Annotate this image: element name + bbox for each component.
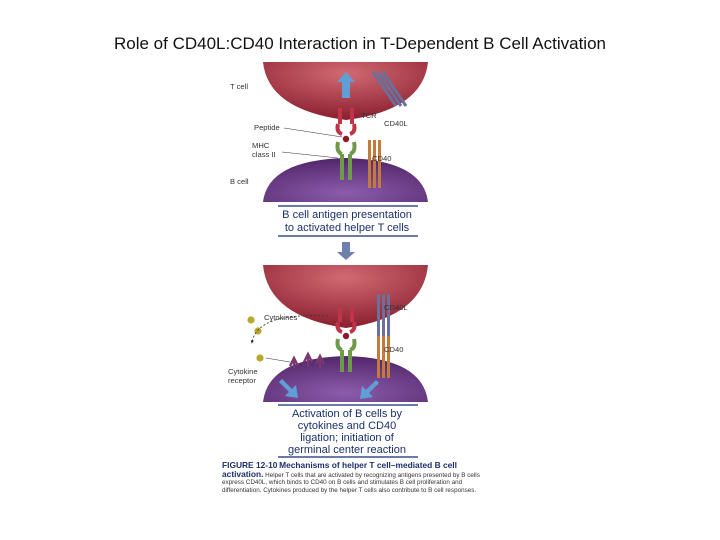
cytokines-label: Cytokines [264, 313, 298, 322]
t-cell-bottom [263, 265, 428, 328]
cytokine-receptor-leader [265, 357, 291, 363]
top-panel: T cell B cell TCR CD40L Peptide MHC clas… [230, 62, 428, 260]
cd40-bottom [377, 336, 390, 378]
b-cell-top [263, 158, 428, 202]
cd40l-label: CD40L [384, 119, 408, 128]
diagram-svg: T cell B cell TCR CD40L Peptide MHC clas… [228, 62, 428, 458]
cytokines-icon [247, 316, 264, 362]
cytokine-receptor-label-line1: Cytokine [228, 367, 258, 376]
transition-arrow-down-icon [337, 242, 355, 260]
bottom-panel: CD40L Cytokines CD40 Cytokine receptor A… [228, 265, 428, 458]
box-bottom-line2: cytokines and CD40 [298, 420, 396, 432]
box-top-line2: to activated helper T cells [285, 222, 410, 234]
b-cell-activation-box: Activation of B cells by cytokines and C… [278, 404, 418, 458]
cd40-label: CD40 [372, 154, 391, 163]
b-cell-label: B cell [230, 177, 249, 186]
cytokine-receptor-label-line2: receptor [228, 376, 256, 385]
mhc-label-line1: MHC [252, 141, 270, 150]
figure-caption: FIGURE 12-10 Mechanisms of helper T cell… [222, 460, 484, 494]
cd40l-top [371, 71, 408, 107]
peptide-icon [342, 135, 350, 143]
t-cell-label: T cell [230, 82, 248, 91]
mhc-leader-line [281, 151, 339, 159]
cd40-label-bottom: CD40 [384, 345, 403, 354]
tcr-label: TCR [361, 111, 377, 120]
figure-cd40-interaction: T cell B cell TCR CD40L Peptide MHC clas… [218, 62, 492, 518]
box-bottom-line1: Activation of B cells by [292, 408, 403, 420]
b-cell-bottom [263, 356, 428, 402]
antigen-presentation-box: B cell antigen presentation to activated… [278, 205, 418, 237]
caption-heading: Mechanisms of helper T cell–mediated B c… [222, 460, 457, 479]
cd40l-bottom [377, 294, 390, 336]
peptide-icon-bottom [342, 332, 350, 340]
box-top-line1: B cell antigen presentation [282, 209, 412, 221]
mhc-class-ii [335, 141, 357, 180]
signal-arrow-up-icon [337, 72, 355, 98]
tcr-receptor [335, 108, 357, 136]
peptide-leader-line [283, 127, 343, 138]
tcr-receptor-bottom [335, 308, 357, 334]
signal-arrow-left-icon [279, 379, 298, 398]
cytokine-release-arrow [250, 315, 329, 344]
cd40l-label-bottom: CD40L [384, 303, 408, 312]
box-bottom-line4: germinal center reaction [288, 444, 406, 456]
mhc-label-line2: class II [252, 150, 276, 159]
peptide-label: Peptide [254, 123, 280, 132]
caption-body: Helper T cells that are activated by rec… [222, 471, 480, 494]
cytokine-receptor-icon [288, 351, 326, 368]
slide-title: Role of CD40L:CD40 Interaction in T-Depe… [113, 34, 606, 53]
mhc-class-ii-bottom [335, 338, 357, 372]
caption-figure-number: FIGURE 12-10 [222, 460, 278, 470]
cd40-top [368, 140, 381, 188]
signal-arrow-right-icon [360, 380, 379, 399]
box-bottom-line3: ligation; initiation of [300, 432, 395, 444]
